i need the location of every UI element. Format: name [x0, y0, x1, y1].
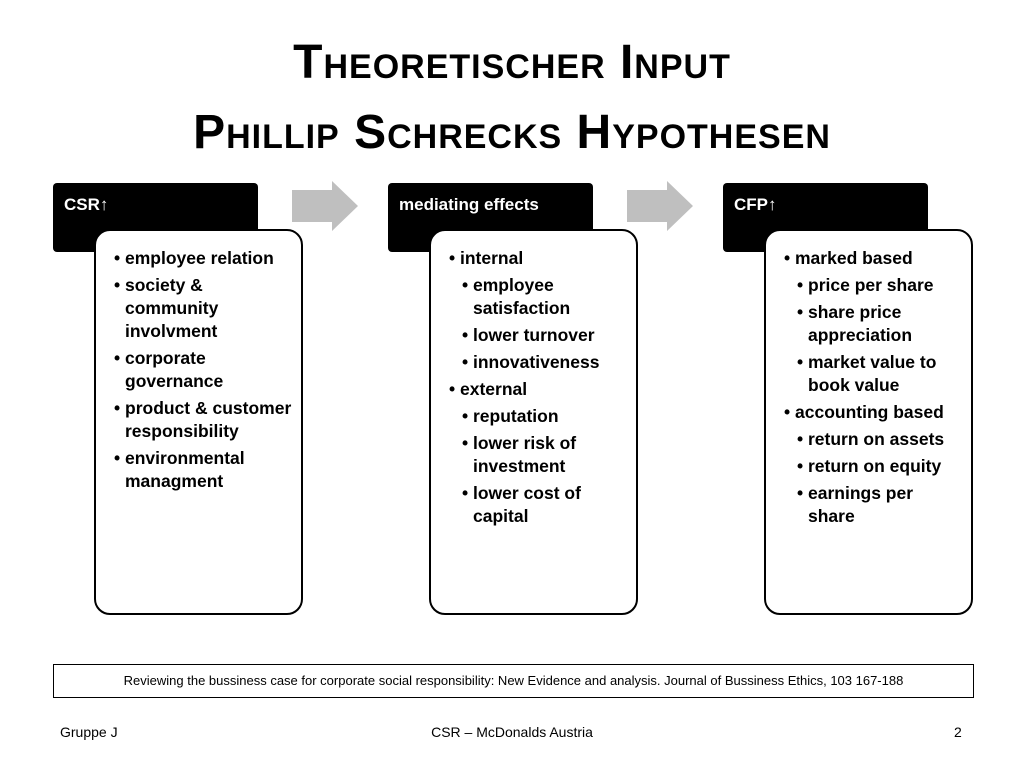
- bullet-text: marked based: [795, 248, 913, 268]
- sub-bullet-item: •lower turnover: [462, 324, 628, 347]
- bullet-text: employee satisfaction: [473, 275, 571, 318]
- sub-bullet-item: •share price appreciation: [797, 301, 963, 347]
- bullet-text: lower risk of investment: [473, 433, 577, 476]
- bullet-text: earnings per share: [808, 483, 914, 526]
- sub-bullet-item: •price per share: [797, 274, 963, 297]
- slide-title-line-1: Theoretischer Input: [293, 36, 731, 89]
- bullet-icon: •: [784, 402, 791, 422]
- bullet-icon: •: [462, 433, 469, 453]
- bullet-text: society & community involvment: [125, 275, 219, 341]
- bullet-icon: •: [462, 275, 469, 295]
- column-list-csr: •employee relation•society & community i…: [94, 229, 303, 615]
- bullet-icon: •: [784, 248, 791, 268]
- bullet-text: product & customer responsibility: [125, 398, 292, 441]
- column-header-label: CSR↑: [64, 195, 109, 214]
- bullet-text: reputation: [473, 406, 559, 426]
- right-arrow-icon: [627, 181, 693, 231]
- sub-bullet-item: •earnings per share: [797, 482, 963, 528]
- reference-citation: Reviewing the bussiness case for corpora…: [53, 664, 974, 698]
- bullet-icon: •: [462, 325, 469, 345]
- bullet-icon: •: [797, 429, 804, 449]
- slide-title-line-2: Phillip Schrecks Hypothesen: [193, 106, 831, 159]
- column-list-mediating-effects: •internal•employee satisfaction•lower tu…: [429, 229, 638, 615]
- bullet-icon: •: [797, 352, 804, 372]
- bullet-icon: •: [462, 406, 469, 426]
- bullet-item: •society & community involvment: [114, 274, 293, 343]
- bullet-item: •environmental managment: [114, 447, 293, 493]
- bullet-icon: •: [114, 275, 121, 295]
- bullet-icon: •: [462, 352, 469, 372]
- sub-bullet-item: •return on assets: [797, 428, 963, 451]
- right-arrow-icon: [292, 181, 358, 231]
- bullet-text: lower turnover: [473, 325, 595, 345]
- bullet-item: •employee relation: [114, 247, 293, 270]
- page-number: 2: [954, 724, 962, 740]
- sub-bullet-item: •lower cost of capital: [462, 482, 628, 528]
- sub-bullet-item: •return on equity: [797, 455, 963, 478]
- bullet-icon: •: [114, 248, 121, 268]
- bullet-text: lower cost of capital: [473, 483, 581, 526]
- bullet-icon: •: [114, 398, 121, 418]
- bullet-text: internal: [460, 248, 524, 268]
- bullet-icon: •: [462, 483, 469, 503]
- bullet-item: •corporate governance: [114, 347, 293, 393]
- bullet-icon: •: [797, 483, 804, 503]
- bullet-text: market value to book value: [808, 352, 937, 395]
- bullet-item: •product & customer responsibility: [114, 397, 293, 443]
- bullet-item: •internal: [449, 247, 628, 270]
- bullet-icon: •: [114, 348, 121, 368]
- bullet-text: return on assets: [808, 429, 945, 449]
- bullet-icon: •: [797, 302, 804, 322]
- sub-bullet-item: •market value to book value: [797, 351, 963, 397]
- bullet-icon: •: [797, 456, 804, 476]
- bullet-text: return on equity: [808, 456, 942, 476]
- bullet-text: innovativeness: [473, 352, 600, 372]
- bullet-text: corporate governance: [125, 348, 224, 391]
- bullet-icon: •: [449, 248, 456, 268]
- bullet-text: price per share: [808, 275, 934, 295]
- footer-left: Gruppe J: [60, 724, 118, 740]
- sub-bullet-item: •employee satisfaction: [462, 274, 628, 320]
- bullet-text: share price appreciation: [808, 302, 913, 345]
- bullet-item: •marked based: [784, 247, 963, 270]
- column-header-label: mediating effects: [399, 195, 539, 214]
- bullet-text: environmental managment: [125, 448, 245, 491]
- bullet-icon: •: [797, 275, 804, 295]
- sub-bullet-item: •lower risk of investment: [462, 432, 628, 478]
- bullet-text: external: [460, 379, 528, 399]
- bullet-item: •accounting based: [784, 401, 963, 424]
- bullet-text: employee relation: [125, 248, 274, 268]
- column-list-cfp: •marked based•price per share•share pric…: [764, 229, 973, 615]
- sub-bullet-item: •reputation: [462, 405, 628, 428]
- bullet-icon: •: [114, 448, 121, 468]
- footer-center: CSR – McDonalds Austria: [431, 724, 593, 740]
- bullet-icon: •: [449, 379, 456, 399]
- column-header-label: CFP↑: [734, 195, 777, 214]
- bullet-item: •external: [449, 378, 628, 401]
- bullet-text: accounting based: [795, 402, 944, 422]
- sub-bullet-item: •innovativeness: [462, 351, 628, 374]
